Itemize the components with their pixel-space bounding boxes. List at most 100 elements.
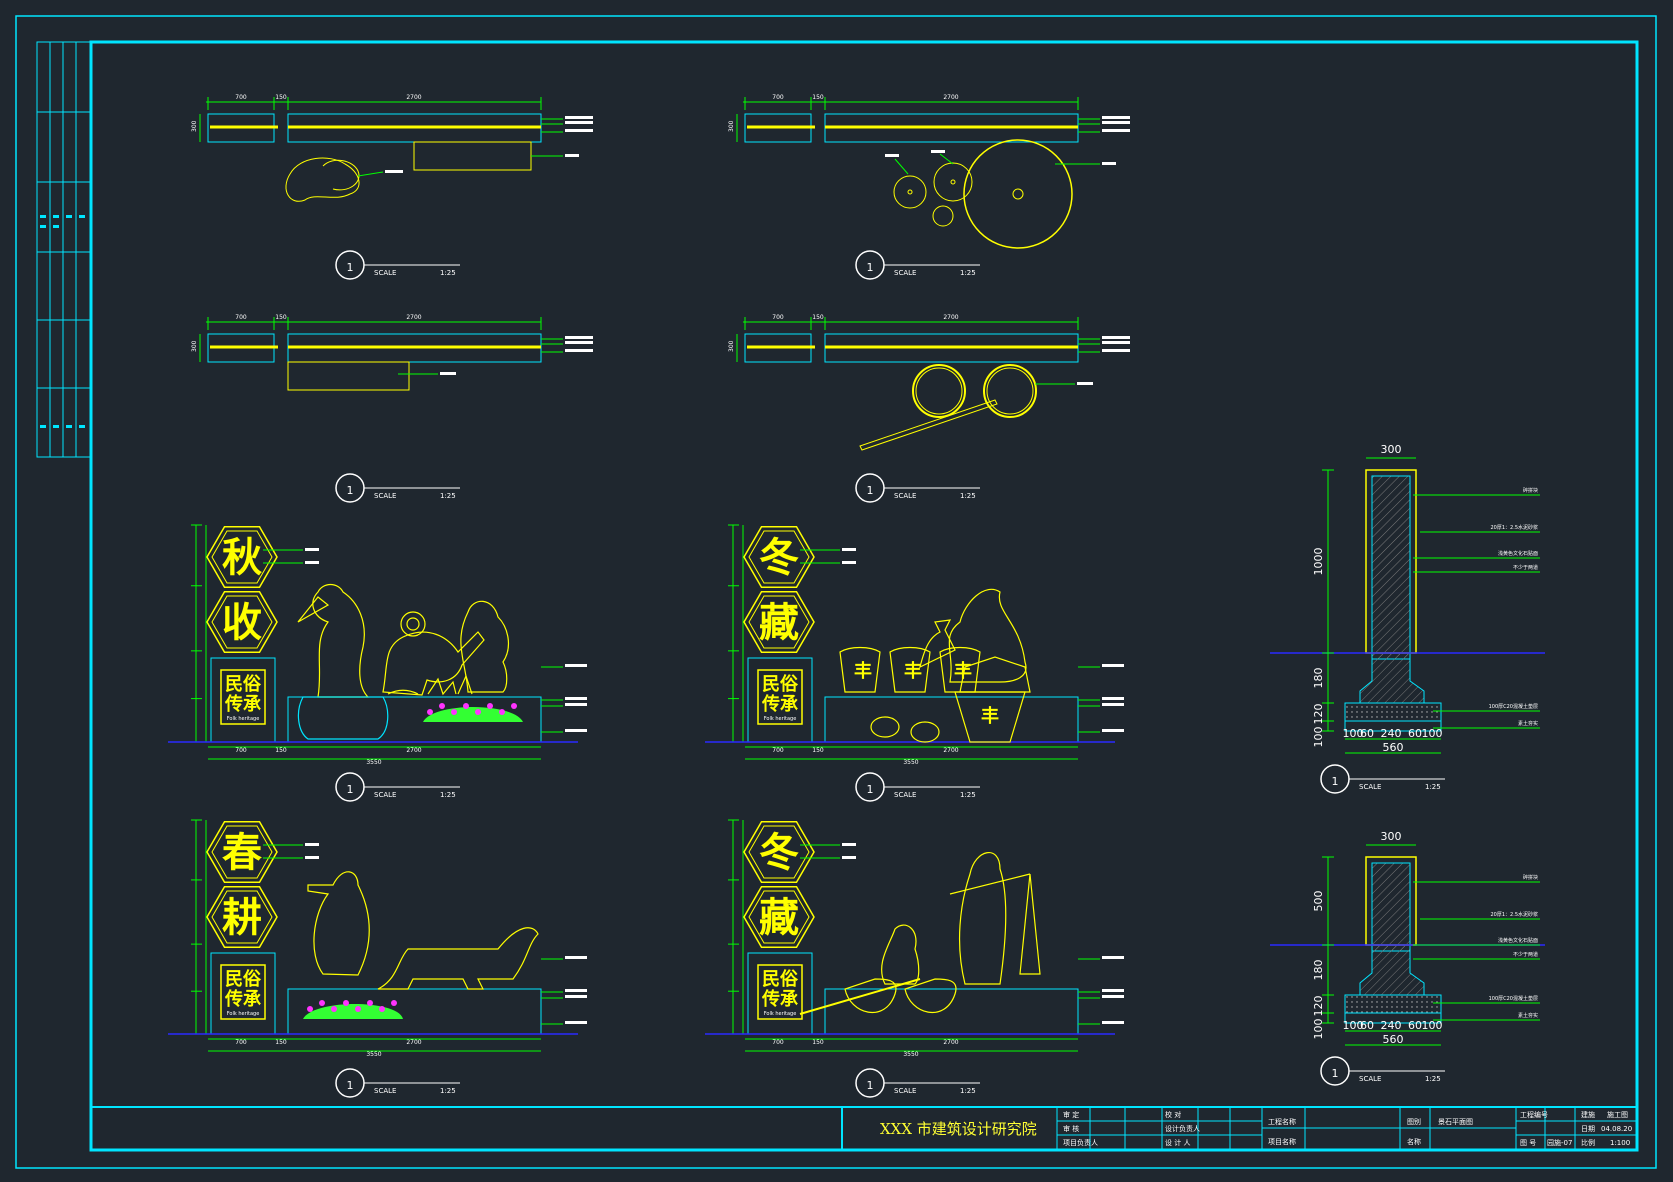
tb-drawing-no: 园施-07 bbox=[1547, 1138, 1572, 1147]
leader-note bbox=[565, 336, 593, 339]
plaque bbox=[757, 964, 803, 1020]
tb-drawing-no-label: 图 号 bbox=[1520, 1139, 1536, 1147]
title-block-text: 审 定 校 对 工程名称 图别 景石平面图 工程编号 建施 施工图 审 核 设计… bbox=[1063, 1110, 1632, 1147]
pumpkin bbox=[870, 716, 900, 738]
plan-jar-hole bbox=[950, 179, 956, 185]
leader-note bbox=[842, 856, 856, 859]
section-dim: 100 bbox=[1312, 1019, 1325, 1040]
tb-review: 审 核 bbox=[1063, 1124, 1079, 1133]
base-wall bbox=[824, 696, 1079, 743]
hex-frame bbox=[743, 820, 815, 884]
basket-char: 丰 bbox=[981, 705, 999, 727]
figure-kneeling bbox=[881, 924, 920, 985]
tb-check: 校 对 bbox=[1165, 1110, 1181, 1119]
figure-child bbox=[919, 619, 956, 669]
leader-note bbox=[565, 116, 593, 119]
leader-note bbox=[565, 989, 587, 992]
section-dim: 1000 bbox=[1312, 548, 1325, 576]
figure-sickle bbox=[297, 596, 330, 623]
dim-label: 2700 bbox=[406, 314, 421, 321]
section-label: 浅黄色文化石贴面 bbox=[1498, 550, 1538, 557]
scale-label: SCALE bbox=[894, 1087, 916, 1095]
leader-note bbox=[1102, 162, 1116, 165]
plan-rock bbox=[322, 159, 360, 191]
leader-note bbox=[1102, 995, 1124, 998]
dim-label: 700 bbox=[772, 747, 784, 754]
hex-frame-inner bbox=[748, 825, 810, 879]
section-label: 不少于两道 bbox=[1513, 564, 1538, 571]
plan-basket bbox=[912, 364, 966, 418]
dim-label: 150 bbox=[812, 1039, 824, 1046]
leader-note bbox=[1102, 116, 1130, 119]
margin-marks bbox=[40, 215, 85, 428]
dim-label: 3550 bbox=[366, 759, 381, 766]
tb-scale-label: 比例 bbox=[1581, 1138, 1595, 1147]
plaque bbox=[220, 964, 266, 1020]
flower bbox=[499, 709, 505, 715]
section-dim: 100 bbox=[1422, 727, 1443, 740]
plan-jar-hole bbox=[907, 189, 913, 195]
sack-char: 丰 bbox=[854, 660, 872, 682]
soil bbox=[1344, 1012, 1442, 1024]
dim-label: 2700 bbox=[406, 94, 421, 101]
flower bbox=[319, 1000, 325, 1006]
flower bbox=[463, 703, 469, 709]
flower bbox=[307, 1006, 313, 1012]
detail-number: 1 bbox=[867, 1079, 874, 1092]
scale-label: SCALE bbox=[374, 791, 396, 799]
tb-job-no: 工程编号 bbox=[1520, 1110, 1548, 1119]
tb-drawing-type: 图别 bbox=[1407, 1117, 1421, 1126]
dim-label: 2700 bbox=[943, 314, 958, 321]
flower bbox=[439, 703, 445, 709]
section-dim: 560 bbox=[1383, 1033, 1404, 1046]
leader-note bbox=[565, 703, 587, 706]
leader-note bbox=[1102, 703, 1124, 706]
sculpture bbox=[839, 588, 1031, 743]
section-dim: 60 bbox=[1360, 1019, 1374, 1032]
sections: 3001000180120100碎拼块20厚1：2.5水泥砂浆浅黄色文化石贴面不… bbox=[1270, 443, 1545, 1046]
leader-note bbox=[1102, 129, 1130, 132]
section-dim: 240 bbox=[1381, 1019, 1402, 1032]
detail-number: 1 bbox=[347, 1079, 354, 1092]
dim-label: 2700 bbox=[943, 94, 958, 101]
section-dim: 560 bbox=[1383, 741, 1404, 754]
leader-note bbox=[1102, 697, 1124, 700]
leader-note bbox=[440, 372, 456, 375]
figure-farmer bbox=[312, 583, 370, 698]
leader-note bbox=[885, 154, 899, 157]
dim-label: 3550 bbox=[366, 1051, 381, 1058]
figure-farmer bbox=[307, 871, 370, 976]
plan-jar bbox=[933, 162, 973, 202]
flower bbox=[343, 1000, 349, 1006]
pier-core bbox=[1371, 862, 1411, 952]
plan-jar bbox=[893, 175, 927, 209]
footing bbox=[1359, 944, 1425, 996]
hex-frame bbox=[206, 590, 278, 654]
figure-ox bbox=[377, 927, 539, 990]
section-dim: 100 bbox=[1312, 727, 1325, 748]
leader-note bbox=[842, 548, 856, 551]
scale-label: SCALE bbox=[374, 269, 396, 277]
plaque bbox=[220, 669, 266, 725]
section-label: 素土夯实 bbox=[1518, 1012, 1538, 1019]
plaque-text: 传承 bbox=[761, 988, 799, 1010]
leader bbox=[894, 158, 909, 175]
dim-label: 2700 bbox=[406, 747, 421, 754]
plaque-text: 民俗 bbox=[225, 673, 262, 695]
plaque-text: 民俗 bbox=[225, 968, 262, 990]
hex-frame bbox=[206, 525, 278, 589]
hex-frame-inner bbox=[211, 530, 273, 584]
hex-frame-inner bbox=[748, 530, 810, 584]
leader-note bbox=[305, 856, 319, 859]
plaque bbox=[757, 669, 803, 725]
detail-number: 1 bbox=[867, 783, 874, 796]
dim-label: 2700 bbox=[943, 747, 958, 754]
leader-note bbox=[565, 341, 593, 344]
detail-number: 1 bbox=[867, 261, 874, 274]
